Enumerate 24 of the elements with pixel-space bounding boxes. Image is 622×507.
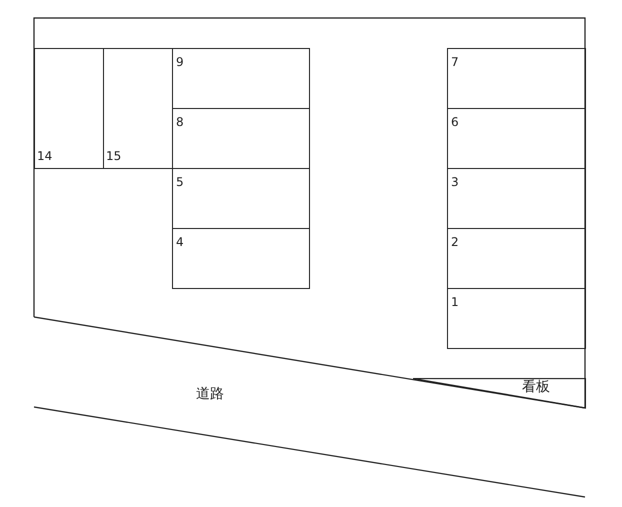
parking-space — [172, 168, 310, 229]
parking-space — [103, 48, 173, 169]
parking-space — [172, 48, 310, 109]
parking-space — [447, 48, 586, 109]
road-label: 道路 — [196, 386, 224, 402]
space-number: 6 — [451, 115, 459, 129]
space-number: 4 — [176, 235, 184, 249]
space-number: 5 — [176, 175, 184, 189]
space-number: 8 — [176, 115, 184, 129]
space-number: 1 — [451, 295, 459, 309]
sign-label: 看板 — [522, 379, 550, 395]
parking-space — [447, 168, 586, 229]
space-number: 14 — [37, 149, 52, 163]
space-number: 2 — [451, 235, 459, 249]
space-number: 15 — [106, 149, 122, 163]
signboard-area — [413, 378, 586, 409]
parking-space — [447, 288, 586, 349]
parking-space — [34, 48, 104, 169]
parking-space — [447, 228, 586, 289]
space-number: 3 — [451, 175, 459, 189]
parking-space — [447, 108, 586, 169]
space-number: 7 — [451, 55, 459, 69]
space-number: 9 — [176, 55, 184, 69]
parking-space — [172, 228, 310, 289]
